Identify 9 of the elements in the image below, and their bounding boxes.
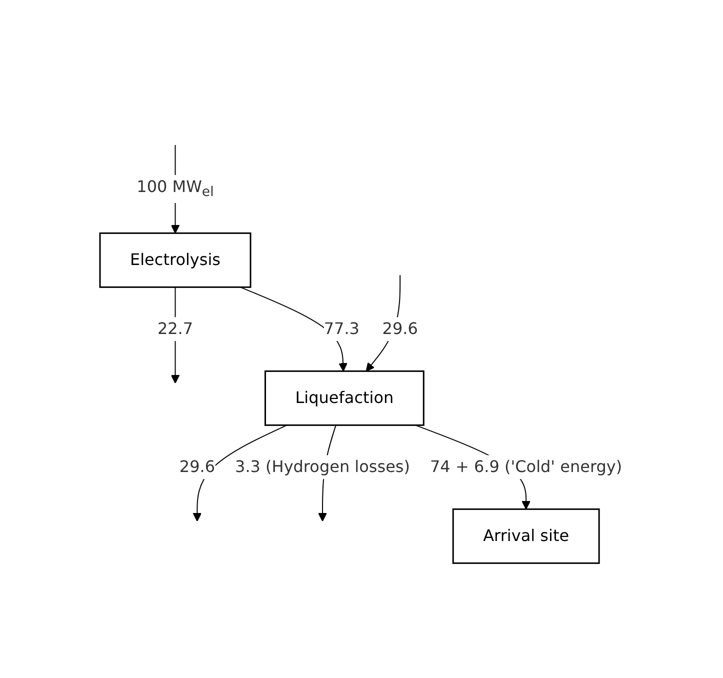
edge-label: 100 MW$_{el}$	[137, 174, 214, 204]
edge-label: 22.7	[158, 317, 194, 342]
flow-diagram: 100 MW$_{el}$ 22.7 77.3 29.6 29.6 3.3 (Hydrogen losses) 74 + 6.9 ('Cold' energy) Electrolysis Liquefaction Arrival site	[92, 106, 631, 572]
edge-label: 3.3 (Hydrogen losses)	[235, 455, 410, 480]
node-box	[452, 508, 600, 564]
edge-label: 74 + 6.9 ('Cold' energy)	[430, 455, 623, 480]
node-box	[100, 232, 252, 288]
node-box	[264, 370, 425, 426]
edge-label: 29.6	[382, 317, 418, 342]
